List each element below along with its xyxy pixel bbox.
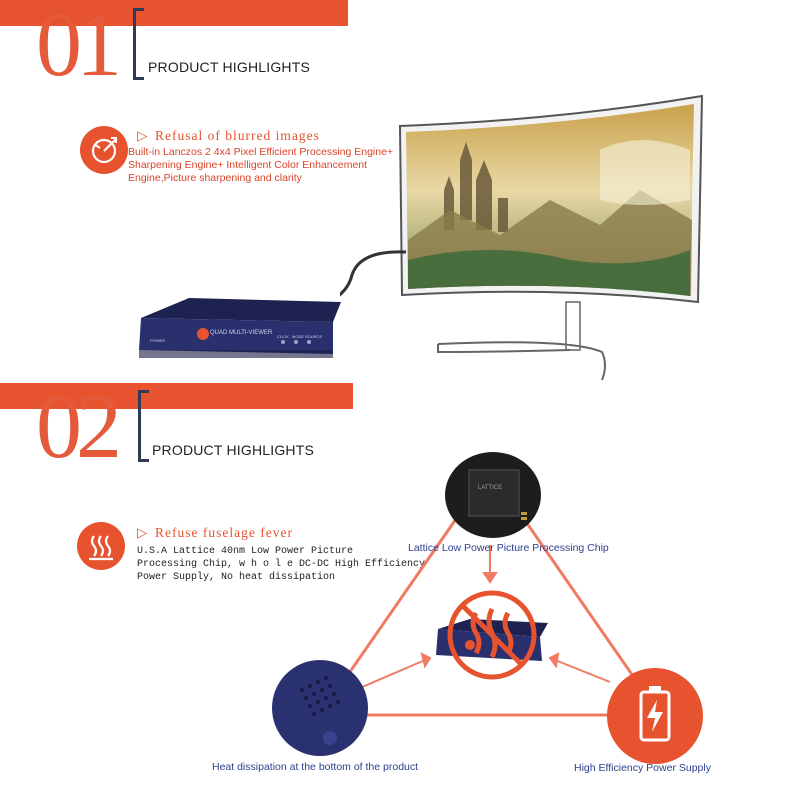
power-supply-circle bbox=[607, 668, 703, 764]
feature2-title-arrow: ▷ bbox=[137, 525, 149, 540]
device1-image bbox=[133, 292, 343, 364]
device1-brand-label: QUAD MULTI-VIEWER bbox=[210, 330, 273, 336]
no-heat-symbol bbox=[430, 585, 552, 685]
feature1-icon-circle bbox=[80, 126, 128, 174]
chip-label: LATTICE bbox=[478, 485, 503, 491]
feature1-text: Built-in Lanczos 2 4x4 Pixel Efficient P… bbox=[128, 146, 394, 184]
feature2-title: Refuse fuselage fever bbox=[155, 525, 293, 540]
target-icon bbox=[91, 137, 117, 164]
device1-port-label-3: SOURCE bbox=[305, 334, 323, 339]
feature2-text-line-2: Processing Chip, w h o l e DC-DC High Ef… bbox=[137, 559, 426, 570]
heat-waves-icon bbox=[89, 535, 113, 561]
device1-power-label: POWER bbox=[150, 338, 166, 343]
section1-number: 01 bbox=[36, 0, 122, 95]
feature2-text-line-1: U.S.A Lattice 40nm Low Power Picture bbox=[137, 546, 354, 557]
caption-chip: Lattice Low Power Picture Processing Chi… bbox=[408, 542, 609, 554]
caption-heat: Heat dissipation at the bottom of the pr… bbox=[212, 761, 419, 773]
device1-port-label-2: MODE bbox=[292, 334, 304, 339]
section1-title: PRODUCT HIGHLIGHTS bbox=[148, 59, 311, 75]
section2-number: 02 bbox=[36, 375, 122, 477]
section1-bracket bbox=[133, 8, 144, 80]
section2-bracket bbox=[138, 390, 149, 462]
battery-icon bbox=[639, 686, 671, 742]
feature1-title: Refusal of blurred images bbox=[155, 128, 320, 143]
section1-red-bar bbox=[0, 0, 348, 26]
feature2-text-line-3: Power Supply, No heat dissipation bbox=[137, 572, 336, 583]
section2-red-bar bbox=[0, 383, 353, 409]
caption-power: High Efficiency Power Supply bbox=[574, 762, 711, 774]
monitor-image bbox=[340, 94, 704, 381]
feature1-title-arrow: ▷ bbox=[137, 128, 149, 143]
feature2-icon-circle bbox=[77, 522, 125, 570]
chip-image bbox=[445, 452, 541, 538]
section2-title: PRODUCT HIGHLIGHTS bbox=[152, 442, 315, 458]
device1-port-label-1: CLICK bbox=[277, 334, 289, 339]
heat-dissipation-image bbox=[272, 660, 368, 756]
